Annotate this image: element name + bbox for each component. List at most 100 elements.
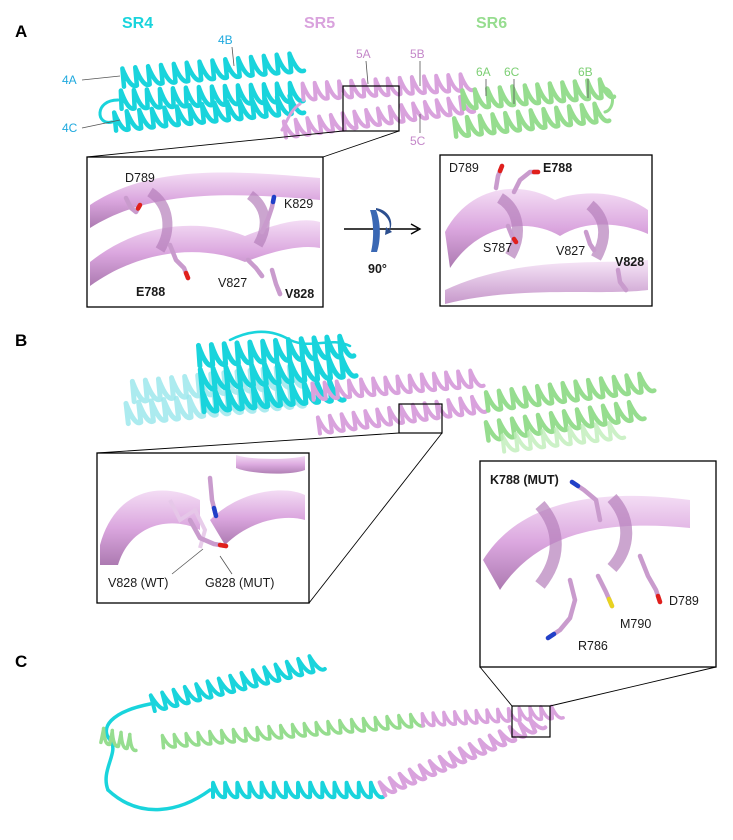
stick-v827-a-right	[583, 229, 597, 253]
panel-c-letter: C	[15, 652, 27, 671]
label-m790: M790	[620, 617, 651, 631]
helix-label-4a: 4A	[62, 73, 77, 87]
stick-e788-a-left-atom	[183, 270, 191, 281]
v828-wt-leader	[171, 548, 204, 575]
stick-v828-a-left	[269, 267, 283, 297]
panel-c-ribbon-structure	[99, 654, 565, 812]
g828-mut-leader	[219, 555, 233, 575]
c-sr4-helix-bottom	[211, 780, 385, 800]
helix-label-5b: 5B	[410, 47, 425, 61]
stick-k788-mut-atom	[569, 479, 581, 489]
panel-c-selection-box	[511, 705, 551, 738]
zoom-a-right-turn-2	[586, 200, 610, 261]
helix-label-6b: 6B	[578, 65, 593, 79]
panel-a: A SR4 SR5 SR6 4B 4A 4C 5A 5B 5C 6A 6C 6B	[15, 15, 653, 308]
stick-k788-mut	[569, 479, 603, 523]
zoom-b-helix-right	[210, 490, 305, 545]
sr6-loop	[603, 86, 614, 114]
domain-title-sr4: SR4	[122, 15, 153, 32]
sr5-helix-5c	[281, 95, 477, 140]
sr4-helix-4c	[111, 93, 307, 133]
b-sr6-pale-helix	[500, 420, 627, 454]
stick-r786	[545, 577, 578, 641]
stick-e788-a-right	[511, 169, 541, 195]
zoom-b-wt-sidechain	[168, 499, 208, 549]
label-g828-mut: G828 (MUT)	[205, 576, 274, 590]
helix-labels: 4B 4A 4C 5A 5B 5C 6A 6C 6B	[62, 33, 593, 148]
stick-mut-backbone-atom	[211, 505, 219, 519]
label-v828-wt: V828 (WT)	[108, 576, 168, 590]
label-k788-mut: K788 (MUT)	[490, 473, 559, 487]
domain-title-sr5: SR5	[304, 15, 335, 32]
zoom-c-helix	[483, 495, 690, 590]
c-sr6-helix	[160, 712, 426, 750]
panel-c: C K788 (MUT) D789 M790 R786	[15, 460, 717, 812]
b-sr4-loop	[228, 330, 352, 348]
panel-a-letter: A	[15, 22, 27, 41]
label-e788-a-left: E788	[136, 285, 165, 299]
zoom-b-helix-top	[236, 455, 305, 474]
rotation-angle-label: 90°	[368, 262, 387, 276]
label-k829: K829	[284, 197, 313, 211]
domain-title-sr6: SR6	[476, 15, 507, 32]
stick-s787	[505, 223, 519, 245]
zoom-a-right-turn-1	[496, 193, 523, 259]
c-sr5-helix-upper	[420, 704, 565, 728]
panel-b-zoom-connector-left	[96, 432, 400, 454]
panel-b-letter: B	[15, 331, 27, 350]
stick-d789-a-right-atom	[497, 163, 505, 174]
stick-r786-bond	[545, 577, 578, 641]
rotation-icon-front	[370, 210, 380, 252]
label-v827-a-right: V827	[556, 244, 585, 258]
label-r786: R786	[578, 639, 608, 653]
stick-d789-c	[637, 553, 663, 605]
stick-d789-a-right	[493, 163, 505, 191]
helix-4a-leader	[81, 75, 121, 81]
c-sr4-bottom-loop	[106, 788, 212, 812]
panel-b: B V828 (WT) G828 (MUT)	[15, 330, 657, 604]
panel-c-zoom-connector-right	[549, 666, 717, 707]
c-sr5-helix-lower	[377, 716, 548, 798]
stick-m790	[595, 573, 615, 609]
b-sr5-helix-2	[315, 394, 488, 436]
rotation-icon-back	[376, 208, 392, 235]
stick-r786-atom	[545, 631, 557, 641]
helix-label-6c: 6C	[504, 65, 520, 79]
stick-v828-a-left-atom	[275, 286, 283, 297]
stick-v827-a-right-atom	[589, 244, 597, 253]
stick-e788-a-left	[167, 242, 191, 281]
panel-b-selection-box	[398, 403, 443, 434]
helix-5a-leader	[365, 60, 369, 85]
b-sr5-helix-1	[310, 368, 486, 402]
sr5-loop	[280, 102, 302, 132]
helix-label-5c: 5C	[410, 134, 426, 148]
helix-label-5a: 5A	[356, 47, 371, 61]
c-sr6-knot	[99, 726, 138, 753]
panel-a-selection-box	[342, 85, 400, 132]
stick-d789-a-left	[123, 195, 143, 215]
zoom-a-left-turn-1	[146, 187, 173, 253]
rotation-arrow-head	[410, 223, 422, 235]
label-e788-a-right: E788	[543, 161, 572, 175]
panel-a-zoom-left-helices	[90, 172, 320, 297]
panel-b-ribbon-structure	[123, 330, 657, 454]
panel-c-zoom: K788 (MUT) D789 M790 R786	[479, 460, 717, 668]
stick-d789-a-left-atom	[135, 202, 143, 211]
zoom-c-turn-1	[535, 501, 562, 589]
panel-a-zoom-connector-left	[86, 130, 344, 158]
label-d789-a-right: D789	[449, 161, 479, 175]
panel-b-zoom-connector-right	[308, 432, 443, 604]
c-sr4-helix-top	[148, 654, 327, 713]
helix-label-4b: 4B	[218, 33, 233, 47]
sr6-helix-6c	[451, 101, 612, 139]
stick-v828-a-right	[615, 267, 629, 293]
label-s787: S787	[483, 241, 512, 255]
label-d789-c: D789	[669, 594, 699, 608]
zoom-a-left-turn-2	[246, 190, 270, 248]
helix-label-6a: 6A	[476, 65, 491, 79]
panel-c-zoom-connector-left	[479, 666, 513, 707]
stick-g828-mut-atom	[217, 542, 229, 549]
label-v828-a-right: V828	[615, 255, 644, 269]
stick-k829-atom	[270, 194, 277, 205]
b-sr6-helix-1	[483, 371, 657, 413]
